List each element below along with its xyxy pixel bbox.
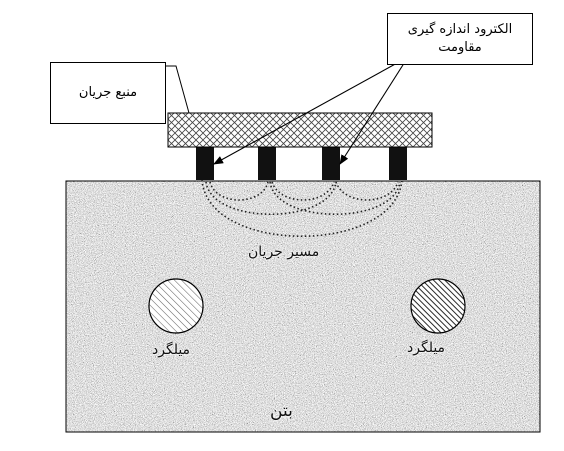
electrode-arrows bbox=[213, 56, 409, 165]
electrode-3 bbox=[322, 147, 340, 180]
electrode-label: الکترود اندازه گیری مقاومت bbox=[387, 13, 533, 65]
electrode-label-line2: مقاومت bbox=[438, 40, 482, 55]
electrode-1 bbox=[196, 147, 214, 180]
rebar-right-circle bbox=[410, 278, 466, 334]
current-path-label: مسیر جریان bbox=[248, 244, 320, 260]
concrete-block bbox=[65, 180, 541, 433]
current-source-label: منبع جریان bbox=[50, 62, 166, 124]
rebar-left-circle bbox=[148, 278, 204, 334]
concrete-label: بتن bbox=[270, 401, 293, 421]
source-leader-line bbox=[166, 65, 190, 114]
rebar-left-label: میلگرد bbox=[152, 342, 191, 358]
current-source-text: منبع جریان bbox=[78, 85, 138, 101]
current-path-lines bbox=[201, 179, 403, 237]
electrode-label-line1: الکترود اندازه گیری bbox=[407, 22, 513, 38]
electrode-4 bbox=[389, 147, 407, 180]
electrode-2 bbox=[258, 147, 276, 180]
electrodes bbox=[196, 147, 407, 180]
device-body bbox=[167, 112, 433, 148]
rebar-right-label: میلگرد bbox=[407, 340, 446, 356]
